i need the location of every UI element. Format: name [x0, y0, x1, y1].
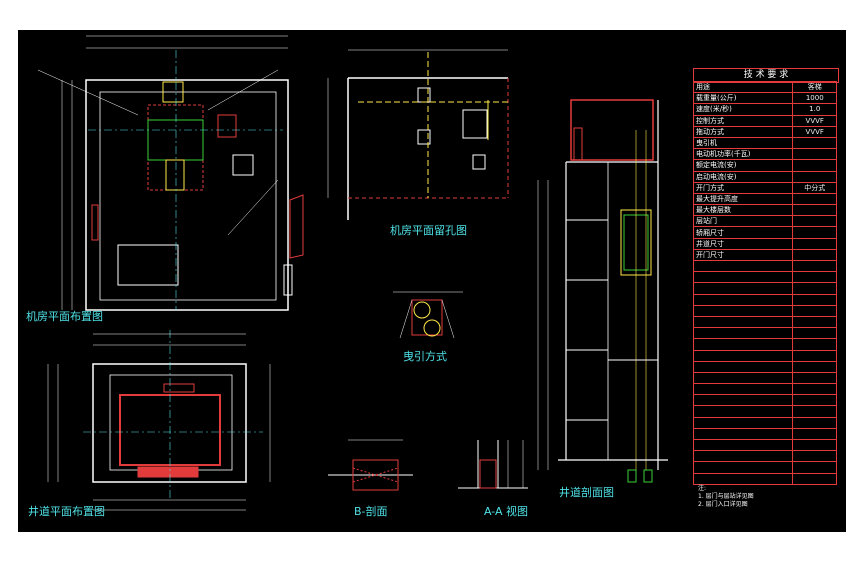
hoistway-plan-title: 井道平面布置图 — [28, 505, 105, 518]
table-row — [692, 327, 837, 340]
table-row: 最大提升高度 — [692, 192, 837, 206]
table-row: 开门方式中分式 — [692, 181, 837, 194]
section-a-view — [458, 440, 528, 489]
hoistway-plan — [47, 330, 271, 511]
section-b-title: B-剖面 — [354, 505, 388, 518]
section-b-detail — [328, 439, 413, 491]
table-row — [692, 438, 837, 452]
table-row: 速度(米/秒)1.0 — [692, 103, 837, 116]
notes-block: 注: 1. 层门与层站详见图 2. 层门入口详见图 — [698, 485, 754, 509]
table-row: 轿厢尺寸 — [692, 226, 837, 239]
table-row — [692, 427, 837, 441]
table-row: 启动电流(安) — [692, 170, 837, 183]
table-row — [692, 293, 837, 306]
table-row — [692, 338, 837, 351]
table-row — [692, 416, 837, 429]
machine-room-plan-title: 机房平面布置图 — [26, 310, 103, 323]
hoistway-section — [537, 99, 668, 483]
machine-room-holes-plan — [327, 49, 509, 220]
table-row — [692, 394, 837, 407]
table-row: 载重量(公斤)1000 — [692, 92, 837, 105]
note-line-1: 1. 层门与层站详见图 — [698, 493, 754, 500]
notes-heading: 注: — [698, 485, 707, 492]
cad-drawing-sheet: 机房平面布置图 机房平面留孔图 曳引方式 井道平面布置图 B-剖面 A-A 视图… — [18, 30, 846, 532]
machine-room-holes-title: 机房平面留孔图 — [390, 224, 467, 237]
table-row — [692, 315, 837, 329]
table-row — [692, 472, 837, 485]
table-row — [692, 461, 837, 474]
table-row — [692, 349, 837, 362]
machine-room-plan — [37, 35, 304, 311]
table-row — [692, 405, 837, 418]
table-row — [692, 259, 837, 273]
table-row: 用途客梯 — [692, 80, 837, 94]
hoistway-section-title: 井道剖面图 — [559, 486, 614, 499]
table-row: 井道尺寸 — [692, 237, 837, 250]
table-row — [692, 371, 837, 385]
table-row: 开门尺寸 — [692, 248, 837, 262]
table-row — [692, 282, 837, 295]
table-row — [692, 304, 837, 317]
table-row — [692, 383, 837, 396]
table-row: 电动机功率(千瓦) — [692, 148, 837, 161]
table-row: 曳引机 — [692, 136, 837, 150]
table-row — [692, 271, 837, 284]
drawing-linework — [37, 35, 668, 511]
traction-method-title: 曳引方式 — [403, 350, 447, 363]
section-a-title: A-A 视图 — [484, 505, 529, 518]
table-row — [692, 360, 837, 373]
traction-method-diagram — [393, 291, 463, 339]
table-row: 层站门 — [692, 215, 837, 228]
table-row: 额定电流(安) — [692, 159, 837, 172]
note-line-2: 2. 层门入口详见图 — [698, 501, 748, 508]
table-row: 最大楼层数 — [692, 204, 837, 217]
table-row — [692, 450, 837, 463]
